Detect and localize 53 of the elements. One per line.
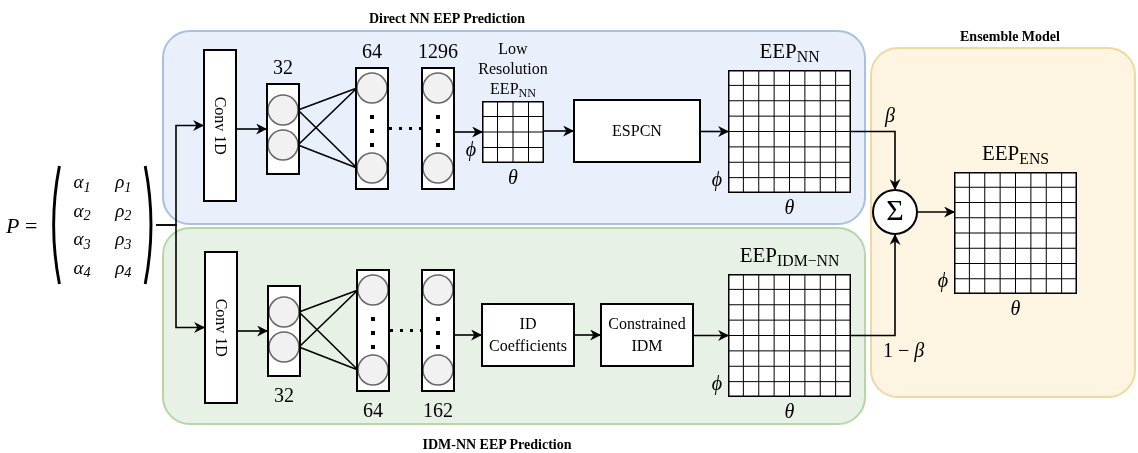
- arrow: [574, 329, 602, 341]
- axis-label: ϕ: [711, 373, 722, 393]
- matrix-entry: α$_{1}$: [73, 170, 91, 197]
- connection-lines: [297, 87, 358, 169]
- matrix-entry: α$_{2}$: [73, 198, 91, 225]
- axis-label: θ: [1010, 298, 1021, 318]
- panel-title: IDM-NN EEP Prediction: [422, 436, 572, 453]
- arrow: [850, 130, 901, 191]
- grid-title: Low Resolution EEP$_{NN}$: [477, 39, 549, 99]
- arrow: [700, 126, 730, 137]
- panel-title: Direct NN EEP Prediction: [368, 10, 526, 28]
- dotted-connector: [390, 329, 421, 332]
- arrow: [237, 325, 269, 337]
- axis-label: ϕ: [711, 169, 722, 189]
- axis-label: ϕ: [465, 139, 476, 159]
- arrow: [917, 206, 956, 218]
- layer-size-label: 32: [273, 57, 293, 77]
- process-box: Constrained IDM: [600, 303, 694, 367]
- axis-label: θ: [784, 401, 795, 421]
- edge-label: β: [885, 105, 895, 125]
- arrow: [693, 330, 730, 341]
- arrow: [454, 329, 483, 341]
- matrix-label: P =: [6, 211, 38, 240]
- layer-size-label: 162: [423, 400, 453, 420]
- layer-size-label: 1296: [418, 41, 458, 61]
- connection-lines: [298, 289, 359, 371]
- matrix-entry: ρ$_{1}$: [115, 170, 132, 197]
- layer-size-label: 64: [363, 400, 383, 420]
- axis-label: θ: [784, 197, 795, 217]
- matrix-entry: ρ$_{4}$: [115, 255, 132, 282]
- grid-title: EEP$_{IDM−NN}$: [739, 245, 840, 266]
- matrix-entry: α$_{3}$: [73, 227, 91, 254]
- arrow: [850, 233, 901, 337]
- arrow: [454, 126, 484, 138]
- arrow: [236, 123, 268, 135]
- process-box: ESPCN: [573, 99, 701, 163]
- grid-title: EEP$_{ENS}$: [981, 143, 1050, 164]
- axis-label: θ: [508, 167, 518, 187]
- arrow: [155, 224, 206, 333]
- matrix-entry: α$_{4}$: [73, 255, 91, 282]
- grid-title: EEP$_{NN}$: [759, 41, 820, 62]
- conv-layer-box: Conv 1D: [203, 49, 237, 202]
- edge-label: 1 − β: [883, 340, 925, 360]
- layer-size-label: 64: [362, 41, 382, 61]
- process-box: ID Coefficients: [481, 303, 575, 367]
- matrix-entry: ρ$_{2}$: [115, 198, 132, 225]
- conv-layer-box: Conv 1D: [204, 251, 238, 404]
- layer-size-label: 32: [274, 385, 294, 405]
- arrow: [543, 125, 575, 137]
- dotted-connector: [389, 127, 421, 130]
- panel-title: Ensemble Model: [960, 28, 1060, 46]
- matrix-entry: ρ$_{3}$: [115, 227, 132, 254]
- axis-label: ϕ: [937, 270, 948, 290]
